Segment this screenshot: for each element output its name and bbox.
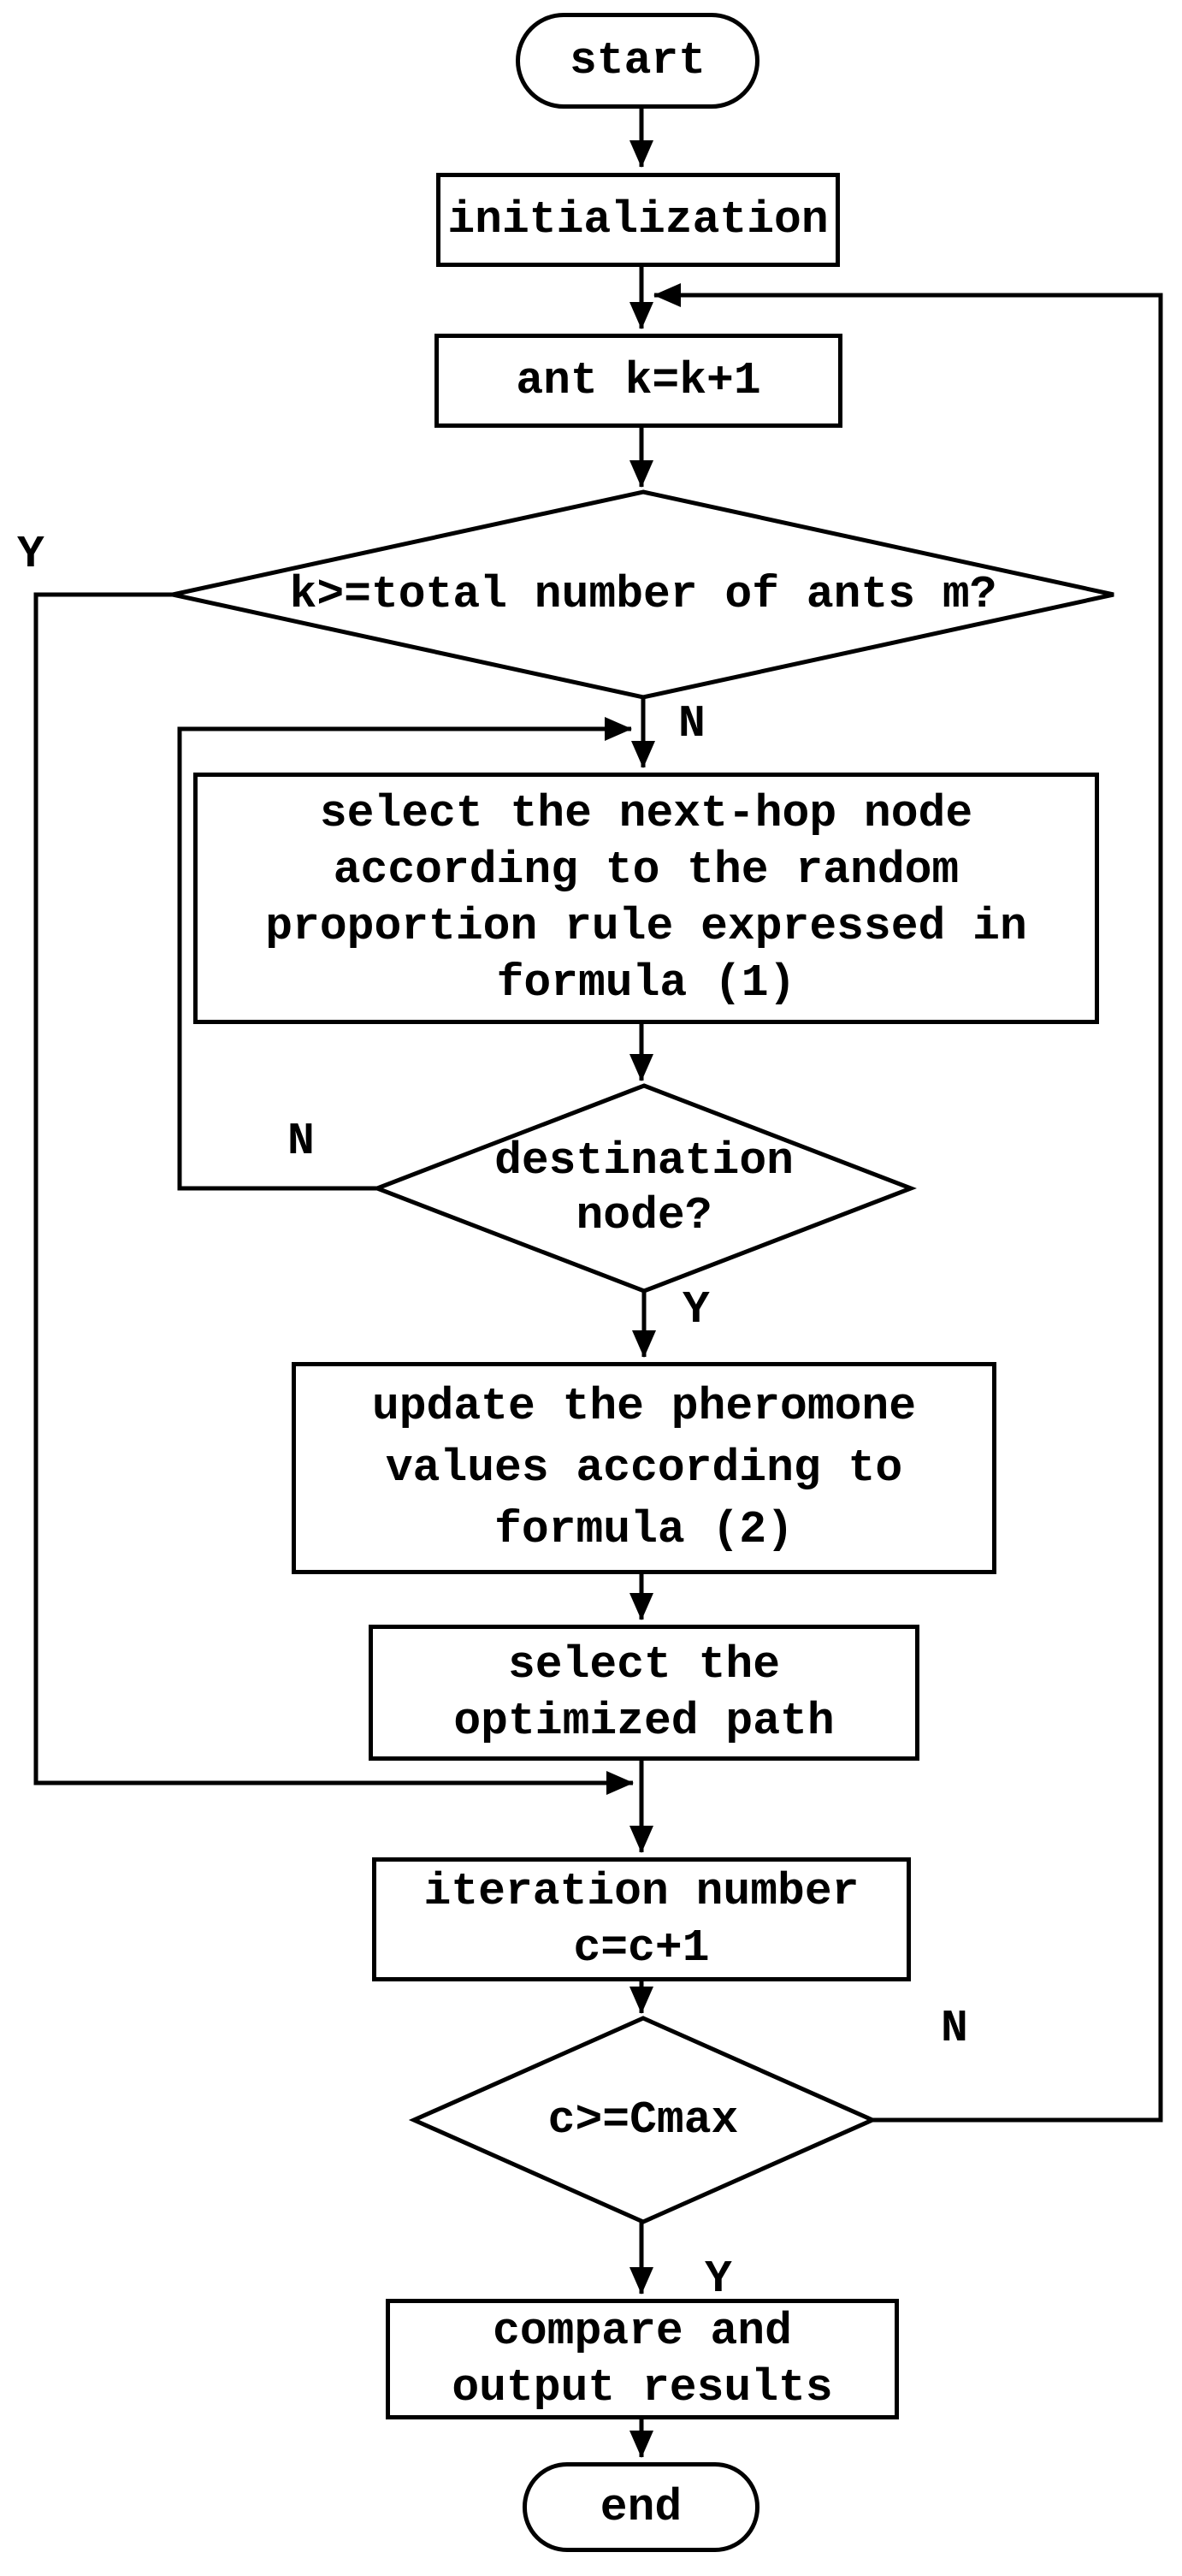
cmax-check-decision-label: c>=Cmax — [547, 2094, 739, 2146]
decision-cmax-shape — [408, 2016, 878, 2224]
iteration-label: iteration number c=c+1 — [423, 1865, 860, 1974]
initialization-node: initialization — [436, 173, 840, 267]
ants-check-yes-label: Y — [17, 529, 44, 580]
start-node: start — [516, 13, 759, 109]
destination-check-no-label: N — [287, 1116, 315, 1167]
end-node: end — [523, 2462, 759, 2552]
ants-check-decision-label: k>=total number of ants m? — [289, 569, 997, 620]
initialization-label: initialization — [447, 194, 829, 246]
select-next-hop-node: select the next-hop node according to th… — [193, 773, 1099, 1024]
decision-ants-check-shape — [172, 489, 1114, 700]
decision-destination-shape — [371, 1083, 917, 1294]
compare-output-label: compare and output results — [452, 2305, 833, 2413]
select-path-node: select the optimized path — [369, 1625, 919, 1761]
update-pheromone-label: update the pheromone values according to… — [371, 1381, 917, 1555]
ant-increment-node: ant k=k+1 — [434, 334, 842, 428]
iteration-node: iteration number c=c+1 — [372, 1857, 911, 1981]
destination-check-yes-label: Y — [683, 1284, 710, 1335]
cmax-check-no-label: N — [941, 2003, 968, 2054]
edge-ants-check-yes-loop — [33, 592, 634, 1795]
destination-check-decision-label: destination node? — [494, 1135, 794, 1241]
ants-check-no-label: N — [678, 698, 706, 749]
end-label: end — [600, 2481, 683, 2533]
update-pheromone-node: update the pheromone values according to… — [292, 1362, 996, 1574]
compare-output-node: compare and output results — [386, 2299, 899, 2419]
edge-dest-no-return-loop — [177, 717, 632, 1191]
ant-increment-label: ant k=k+1 — [516, 355, 761, 406]
start-label: start — [569, 35, 706, 86]
select-next-hop-label: select the next-hop node according to th… — [265, 788, 1027, 1009]
edge-cmax-no-return-loop — [653, 283, 1163, 2123]
select-path-label: select the optimized path — [453, 1638, 835, 1747]
cmax-check-yes-label: Y — [705, 2253, 732, 2305]
